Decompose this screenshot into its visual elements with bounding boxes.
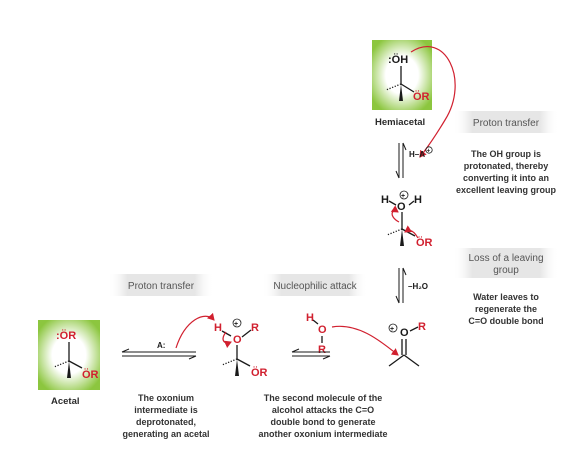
step3-caption-line3: double bond to generate (271, 417, 376, 427)
oxonium-intermediate-2: H + R O ÖR (175, 312, 268, 379)
step1-caption-line4: excellent leaving group (456, 185, 557, 195)
step3-nucleophilic-attack: Nucleophilic attack The second molecule … (258, 274, 388, 439)
step2-label-line1: Loss of a leaving (468, 253, 543, 264)
step3-caption-line1: The second molecule of the (264, 393, 383, 403)
step4-caption-line1: The oxonium (138, 393, 194, 403)
protonated-hemiacetal: H O H + ÖR (381, 190, 433, 249)
oxocarbenium-ion: + O R (388, 321, 426, 367)
oxonium1-o: O (397, 201, 406, 213)
oxonium2-h: H (214, 322, 222, 334)
step2-caption-line1: Water leaves to (473, 292, 539, 302)
oxonium2-o: O (233, 334, 242, 346)
step3-label: Nucleophilic attack (273, 281, 357, 292)
equilibrium-arrow-1: H–A + (395, 142, 433, 179)
alcohol-h: H (306, 312, 314, 324)
step4-proton-transfer: Proton transfer The oxonium intermediate… (108, 274, 214, 439)
step2-loss-of-leaving-group: Loss of a leaving group Water leaves to … (453, 248, 559, 326)
step4-caption-line4: generating an acetal (122, 429, 209, 439)
step2-reagent: –H₂O (408, 282, 428, 291)
equilibrium-arrow-2: –H₂O (395, 267, 428, 304)
oxonium1-h-right: H (414, 194, 422, 206)
nucleophilic-curly-arrow (331, 325, 399, 356)
leaving-group-curly-arrow (390, 205, 400, 223)
step2-caption-line2: regenerate the (475, 304, 537, 314)
step1-caption-line3: converting it into an (463, 173, 549, 183)
hemiacetal-structure: :ÖH ÖR Hemiacetal (372, 40, 456, 158)
step1-caption-line1: The OH group is (471, 149, 541, 159)
hemiacetal-oh-label: :ÖH (388, 53, 408, 66)
step2-label-line2: group (493, 265, 519, 276)
svg-text:+: + (390, 326, 394, 333)
hemiacetal-name: Hemiacetal (375, 117, 425, 128)
step3-caption-line4: another oxonium intermediate (258, 429, 387, 439)
step3-caption-line2: alcohol attacks the C=O (272, 405, 374, 415)
oxonium1-or-label: ÖR (416, 236, 433, 249)
step1-proton-transfer: Proton transfer The OH group is protonat… (453, 111, 559, 195)
acetal-structure: :ÖR ÖR Acetal (38, 320, 100, 407)
oxonium2-r: R (251, 322, 259, 334)
equilibrium-arrow-4: A: (121, 341, 197, 360)
alcohol-r: R (318, 344, 326, 356)
acetal-or-bottom: ÖR (82, 368, 99, 381)
oxocarbenium-r: R (418, 321, 426, 333)
oxonium1-h-left: H (381, 194, 389, 206)
deprotonation-curly-arrow-1 (175, 312, 215, 349)
step2-caption-line3: C=O double bond (468, 316, 543, 326)
acetal-name: Acetal (51, 396, 80, 407)
equilibrium-arrow-3 (291, 348, 331, 360)
step4-caption-line2: intermediate is (134, 405, 198, 415)
or-lone-pair-curly-arrow (404, 225, 419, 239)
step4-base: A: (157, 341, 165, 350)
step1-caption-line2: protonated, thereby (464, 161, 549, 171)
hemiacetal-or-label: ÖR (413, 90, 430, 103)
svg-text:+: + (401, 193, 405, 200)
oxonium2-or-label: ÖR (251, 366, 268, 379)
deprotonation-curly-arrow-2 (222, 331, 232, 349)
alcohol-o: O (318, 324, 327, 336)
acetal-or-top: :ÖR (56, 329, 76, 342)
step4-caption-line3: deprotonated, (136, 417, 196, 427)
step4-label: Proton transfer (128, 281, 195, 292)
step1-label: Proton transfer (473, 118, 540, 129)
svg-text:+: + (234, 321, 238, 328)
oxocarbenium-o: O (400, 327, 409, 339)
second-alcohol: H O R (306, 312, 399, 356)
svg-text:+: + (427, 149, 431, 155)
step1-reagent: H–A (409, 150, 425, 159)
